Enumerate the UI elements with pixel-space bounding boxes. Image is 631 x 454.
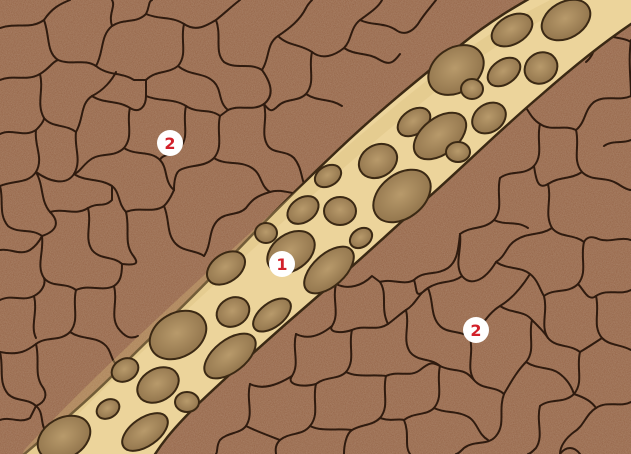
marker-band: 1: [269, 251, 295, 277]
marker-label: 2: [164, 134, 175, 153]
marker-label: 2: [470, 321, 481, 340]
marker-label: 1: [276, 255, 287, 274]
marker-tissue-lower-right: 2: [463, 317, 489, 343]
marker-tissue-upper-left: 2: [157, 130, 183, 156]
